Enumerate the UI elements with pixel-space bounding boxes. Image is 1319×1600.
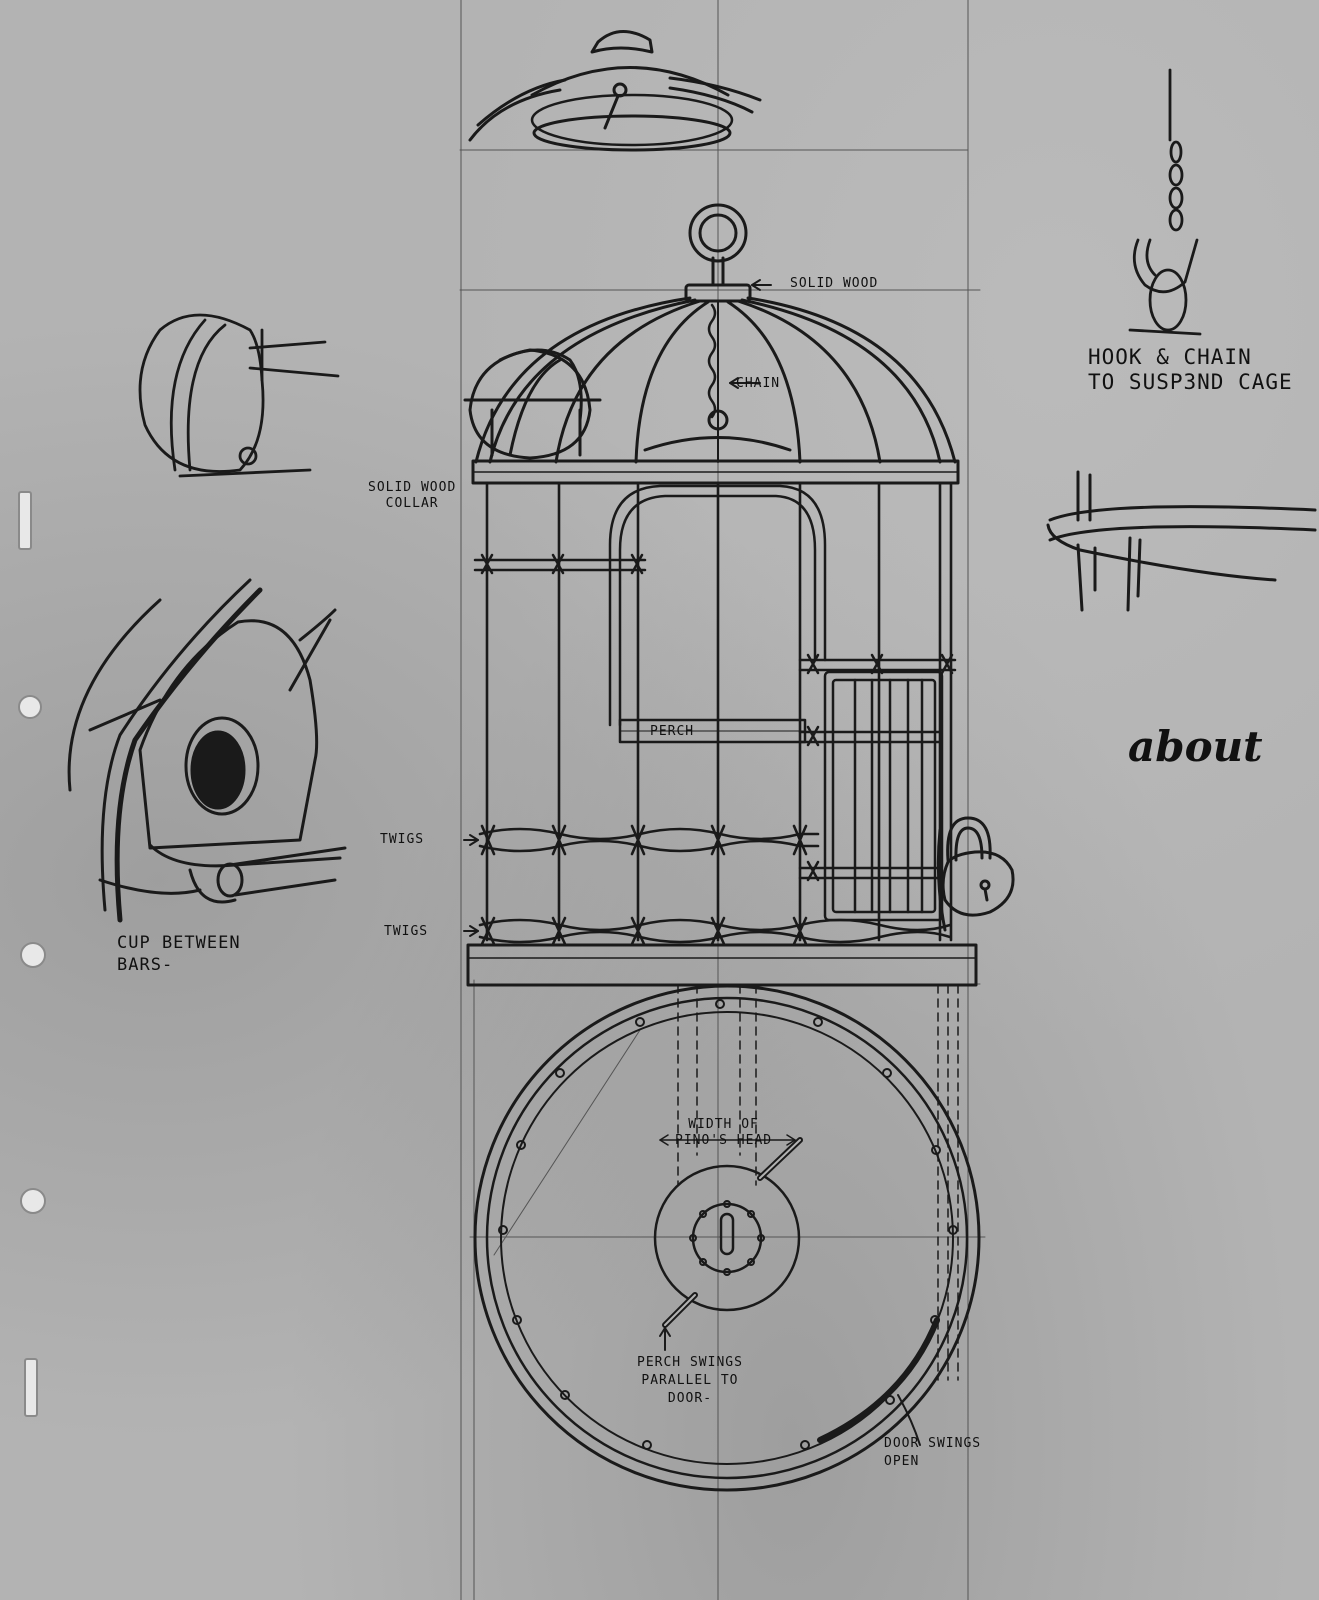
- label-door-swings-open: DOOR SWINGS OPEN: [884, 1435, 981, 1471]
- label-twigs-middle: TWIGS: [380, 832, 425, 847]
- cage-tie-row-upper: [473, 553, 647, 575]
- label-width-of-pinos-head: WIDTH OF PINO'S HEAD: [675, 1117, 772, 1149]
- label-perch-swings-line3: DOOR-: [667, 1391, 713, 1406]
- label-solid-wood-collar-line2: COLLAR: [385, 496, 439, 511]
- binder-slot-bottom: [24, 1358, 38, 1417]
- label-perch-swings-line1: PERCH SWINGS: [637, 1355, 743, 1370]
- label-cup-between-bars: CUP BETWEEN BARS-: [117, 932, 241, 976]
- script-word: about: [1128, 722, 1263, 771]
- label-chain: CHAIN: [736, 376, 781, 391]
- cup-sketch-upper: [138, 313, 340, 478]
- plan-view-center-teeth: [689, 1200, 765, 1276]
- lid-detail-sketch: [468, 30, 762, 152]
- cup-between-bars-sketch: [67, 578, 347, 923]
- label-perch: PERCH: [650, 724, 695, 739]
- label-perch-swings: PERCH SWINGS PARALLEL TO DOOR-: [637, 1354, 743, 1408]
- hook-and-chain-sketch: [1128, 68, 1202, 336]
- ring-sketch-right: [1046, 470, 1317, 612]
- twigs-row-middle: [463, 824, 820, 856]
- plan-view-bolts: [498, 999, 958, 1450]
- label-width-line2: PINO'S HEAD: [675, 1133, 773, 1148]
- perch-bar: [618, 718, 807, 744]
- label-hook-chain: HOOK & CHAIN TO SUSP3ND CAGE: [1088, 345, 1293, 395]
- cage-bars: [485, 481, 953, 942]
- label-door-swings-line2: OPEN: [884, 1454, 920, 1469]
- label-width-line1: WIDTH OF: [688, 1117, 759, 1132]
- label-solid-wood-collar: SOLID WOOD COLLAR: [368, 480, 456, 512]
- label-solid-wood: SOLID WOOD: [790, 276, 879, 291]
- binder-slot-top: [18, 491, 32, 550]
- cage-cup: [463, 348, 602, 460]
- padlock: [936, 816, 1015, 932]
- label-perch-swings-line2: PARALLEL TO: [641, 1373, 739, 1388]
- cage-dome: [474, 296, 957, 464]
- cage-base: [466, 943, 978, 987]
- cage-door: [798, 653, 957, 922]
- label-door-swings-line1: DOOR SWINGS: [884, 1436, 982, 1451]
- cage-collar: [471, 459, 960, 485]
- cage-hanging-ring: [684, 203, 772, 303]
- label-hook-chain-line1: HOOK & CHAIN: [1088, 345, 1252, 369]
- binder-hole-1: [18, 695, 42, 719]
- label-cup-between-line2: BARS-: [117, 955, 174, 975]
- label-cup-between-line1: CUP BETWEEN: [117, 933, 241, 953]
- cage-inner-arch: [608, 484, 827, 727]
- binder-hole-2: [20, 942, 46, 968]
- label-twigs-lower: TWIGS: [384, 924, 429, 939]
- twigs-row-lower: [463, 916, 952, 946]
- projection-dashes: [677, 984, 959, 1381]
- label-solid-wood-collar-line1: SOLID WOOD: [368, 480, 457, 495]
- label-hook-chain-line2: TO SUSP3ND CAGE: [1088, 370, 1293, 394]
- plan-view: [473, 984, 981, 1492]
- binder-hole-3: [20, 1188, 46, 1214]
